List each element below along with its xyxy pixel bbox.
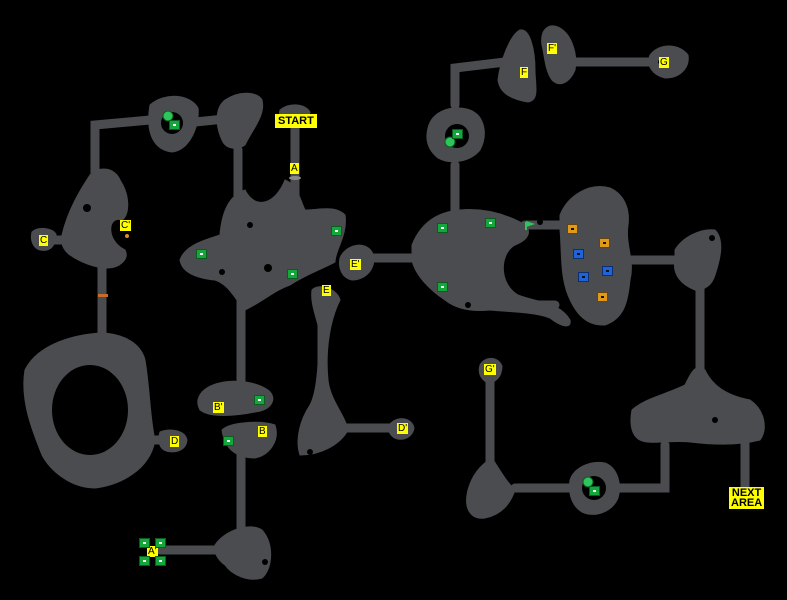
green-chest[interactable] [155, 538, 166, 548]
label-d-prime: D' [397, 423, 409, 434]
blue-chest[interactable] [602, 266, 613, 276]
label-g: G [659, 57, 669, 68]
blue-chest[interactable] [573, 249, 584, 259]
southeast-cave [630, 367, 765, 445]
green-orb [582, 476, 594, 488]
green-chest[interactable] [139, 538, 150, 548]
green-flag [525, 221, 536, 230]
door-marker [98, 294, 108, 297]
green-chest[interactable] [589, 486, 600, 496]
treasure-cave [559, 186, 632, 326]
f-prime-cave [541, 25, 577, 85]
green-chest[interactable] [437, 282, 448, 292]
label-f-prime: F' [547, 43, 558, 54]
green-orb [162, 110, 174, 122]
blue-chest[interactable] [578, 272, 589, 282]
corridor [605, 440, 670, 493]
start-label: START [275, 114, 317, 128]
green-chest[interactable] [485, 218, 496, 228]
warp-pad [289, 176, 301, 180]
corridor [450, 57, 510, 110]
east-central-cave [411, 209, 571, 327]
green-orb [444, 136, 456, 148]
label-c-prime: C' [120, 220, 132, 231]
green-chest[interactable] [437, 223, 448, 233]
label-b: B [258, 426, 267, 437]
green-chest[interactable] [139, 556, 150, 566]
label-a: A [290, 163, 299, 174]
green-chest[interactable] [287, 269, 298, 279]
orange-chest[interactable] [567, 224, 578, 234]
f-cave [497, 29, 537, 103]
label-d: D [170, 436, 180, 447]
south-cave [214, 526, 272, 580]
green-chest[interactable] [223, 436, 234, 446]
e-cave [297, 286, 349, 456]
orange-dot [125, 234, 129, 238]
orange-chest[interactable] [597, 292, 608, 302]
green-chest[interactable] [254, 395, 265, 405]
label-a-prime: A' [147, 546, 158, 557]
east-cave [673, 229, 722, 291]
upper-nw-cave [216, 92, 264, 149]
next-area-label: NEXT AREA [729, 487, 765, 509]
green-chest[interactable] [155, 556, 166, 566]
green-chest[interactable] [331, 226, 342, 236]
orange-chest[interactable] [599, 238, 610, 248]
label-f: F [520, 67, 529, 78]
central-cave [179, 179, 346, 311]
green-chest[interactable] [452, 129, 463, 139]
green-chest[interactable] [169, 120, 180, 130]
green-chest[interactable] [196, 249, 207, 259]
corridor [90, 115, 155, 185]
c-prime-cave [60, 168, 129, 269]
label-g-prime: G' [484, 364, 496, 375]
label-b-prime: B' [213, 402, 224, 413]
southwest-cave [466, 457, 516, 519]
label-e: E [322, 285, 331, 296]
label-c: C [39, 235, 49, 246]
label-e-prime: E' [350, 259, 361, 270]
